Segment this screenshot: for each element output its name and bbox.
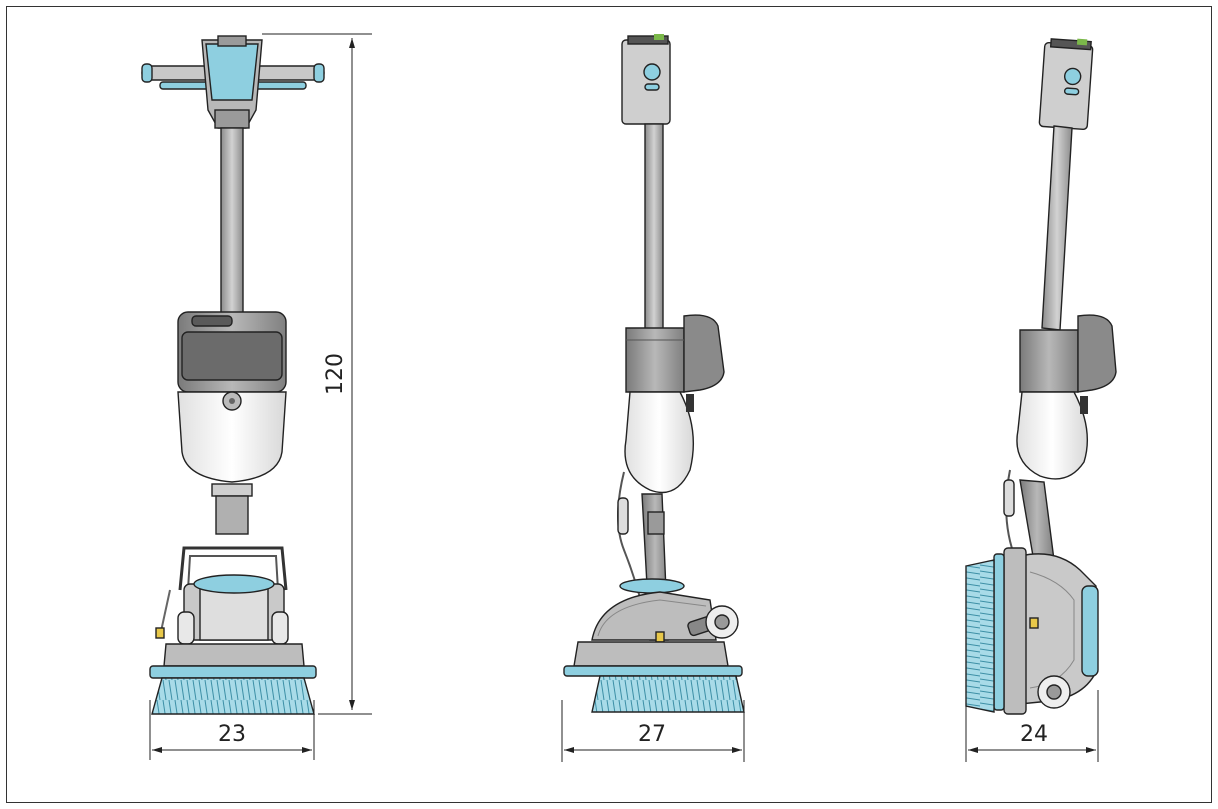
drawing-frame xyxy=(6,6,1212,803)
front-view xyxy=(141,35,325,715)
height-dimension-label: 120 xyxy=(323,353,348,395)
side-width-label: 27 xyxy=(638,722,666,747)
front-width-dimension: 23 xyxy=(149,700,315,760)
height-dimension: 120 xyxy=(262,33,372,715)
tilted-view xyxy=(965,38,1117,715)
tilted-width-dimension: 24 xyxy=(965,690,1099,762)
side-view xyxy=(563,34,745,713)
tilted-width-label: 24 xyxy=(1020,722,1048,747)
front-width-label: 23 xyxy=(218,722,246,747)
side-width-dimension: 27 xyxy=(561,700,745,762)
